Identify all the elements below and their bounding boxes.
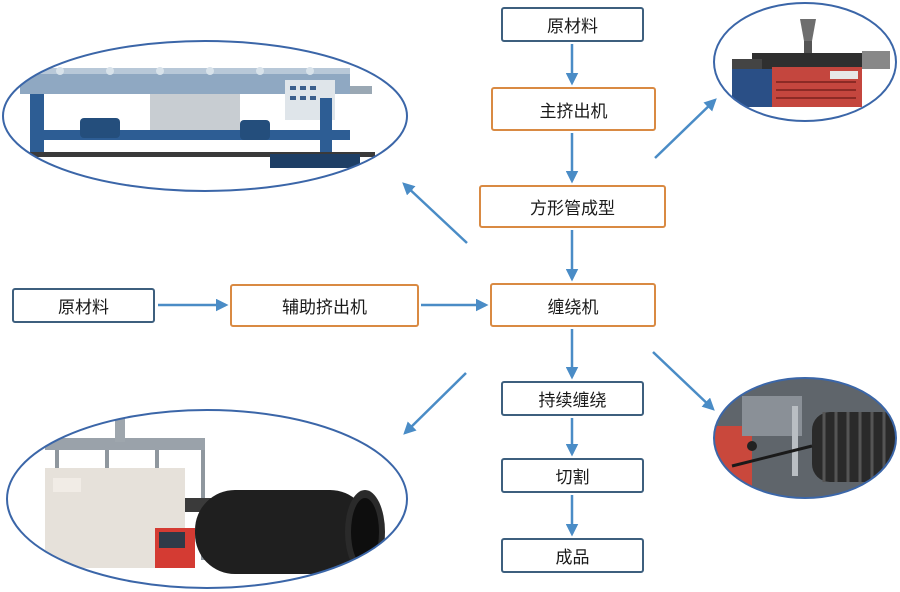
raw-material-left-box: 原材料 xyxy=(12,288,155,323)
square-tube-forming-label: 方形管成型 xyxy=(530,199,615,219)
extruder-photo xyxy=(713,2,897,122)
finished-product-label: 成品 xyxy=(555,548,590,568)
winding-machine-label: 缠绕机 xyxy=(547,297,599,318)
continuous-winding-label: 持续缠绕 xyxy=(538,391,607,411)
continuous-winding-box: 持续缠绕 xyxy=(501,381,644,416)
finished-product-box: 成品 xyxy=(501,538,644,573)
raw-material-top-label: 原材料 xyxy=(547,17,598,37)
square-tube-forming-box: 方形管成型 xyxy=(479,185,666,228)
arrow-to-bottomleft-photo xyxy=(403,372,467,435)
winding-head-closeup-photo xyxy=(713,377,897,499)
main-extruder-box: 主挤出机 xyxy=(491,87,656,131)
arrow-to-topright-photo xyxy=(654,98,717,159)
arrow-to-topleft-photo xyxy=(402,182,468,244)
winding-machine-photo xyxy=(6,409,408,589)
arrow-to-bottomright-photo xyxy=(652,351,715,411)
cutting-label: 切割 xyxy=(555,468,590,488)
cutting-box: 切割 xyxy=(501,458,644,493)
extrusion-line-photo xyxy=(2,40,408,192)
raw-material-left-label: 原材料 xyxy=(58,298,109,318)
aux-extruder-label: 辅助挤出机 xyxy=(282,298,367,318)
raw-material-top-box: 原材料 xyxy=(501,7,644,42)
aux-extruder-box: 辅助挤出机 xyxy=(230,284,419,327)
winding-machine-box: 缠绕机 xyxy=(490,283,656,327)
main-extruder-label: 主挤出机 xyxy=(539,101,608,122)
